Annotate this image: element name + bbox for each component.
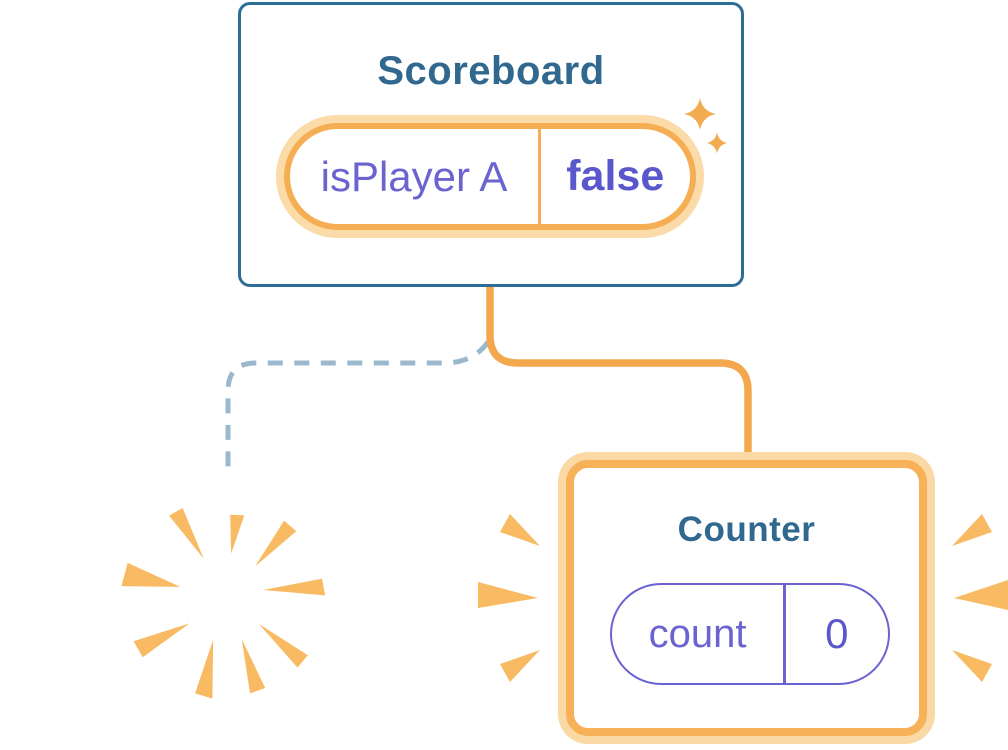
counter-state-pill: count 0 (610, 583, 890, 685)
removed-component-card (85, 457, 362, 725)
scoreboard-title: Scoreboard (377, 49, 605, 93)
dashed-connector-to-removed (225, 340, 491, 474)
counter-title: Counter (677, 510, 816, 549)
state-value-label: false (566, 152, 665, 200)
scoreboard-state-pill: isPlayer A false (284, 123, 696, 230)
poof-explosion-icon (121, 507, 326, 699)
state-name-label: count (648, 611, 747, 656)
state-value-label: 0 (825, 610, 849, 657)
counter-component-card: Counter count 0 (566, 460, 927, 736)
pill-divider (783, 585, 786, 683)
state-name-label: isPlayer A (320, 152, 508, 200)
pill-divider (538, 129, 541, 224)
scoreboard-component-card: Scoreboard isPlayer A false (238, 2, 744, 287)
solid-connector-to-counter (486, 286, 752, 458)
